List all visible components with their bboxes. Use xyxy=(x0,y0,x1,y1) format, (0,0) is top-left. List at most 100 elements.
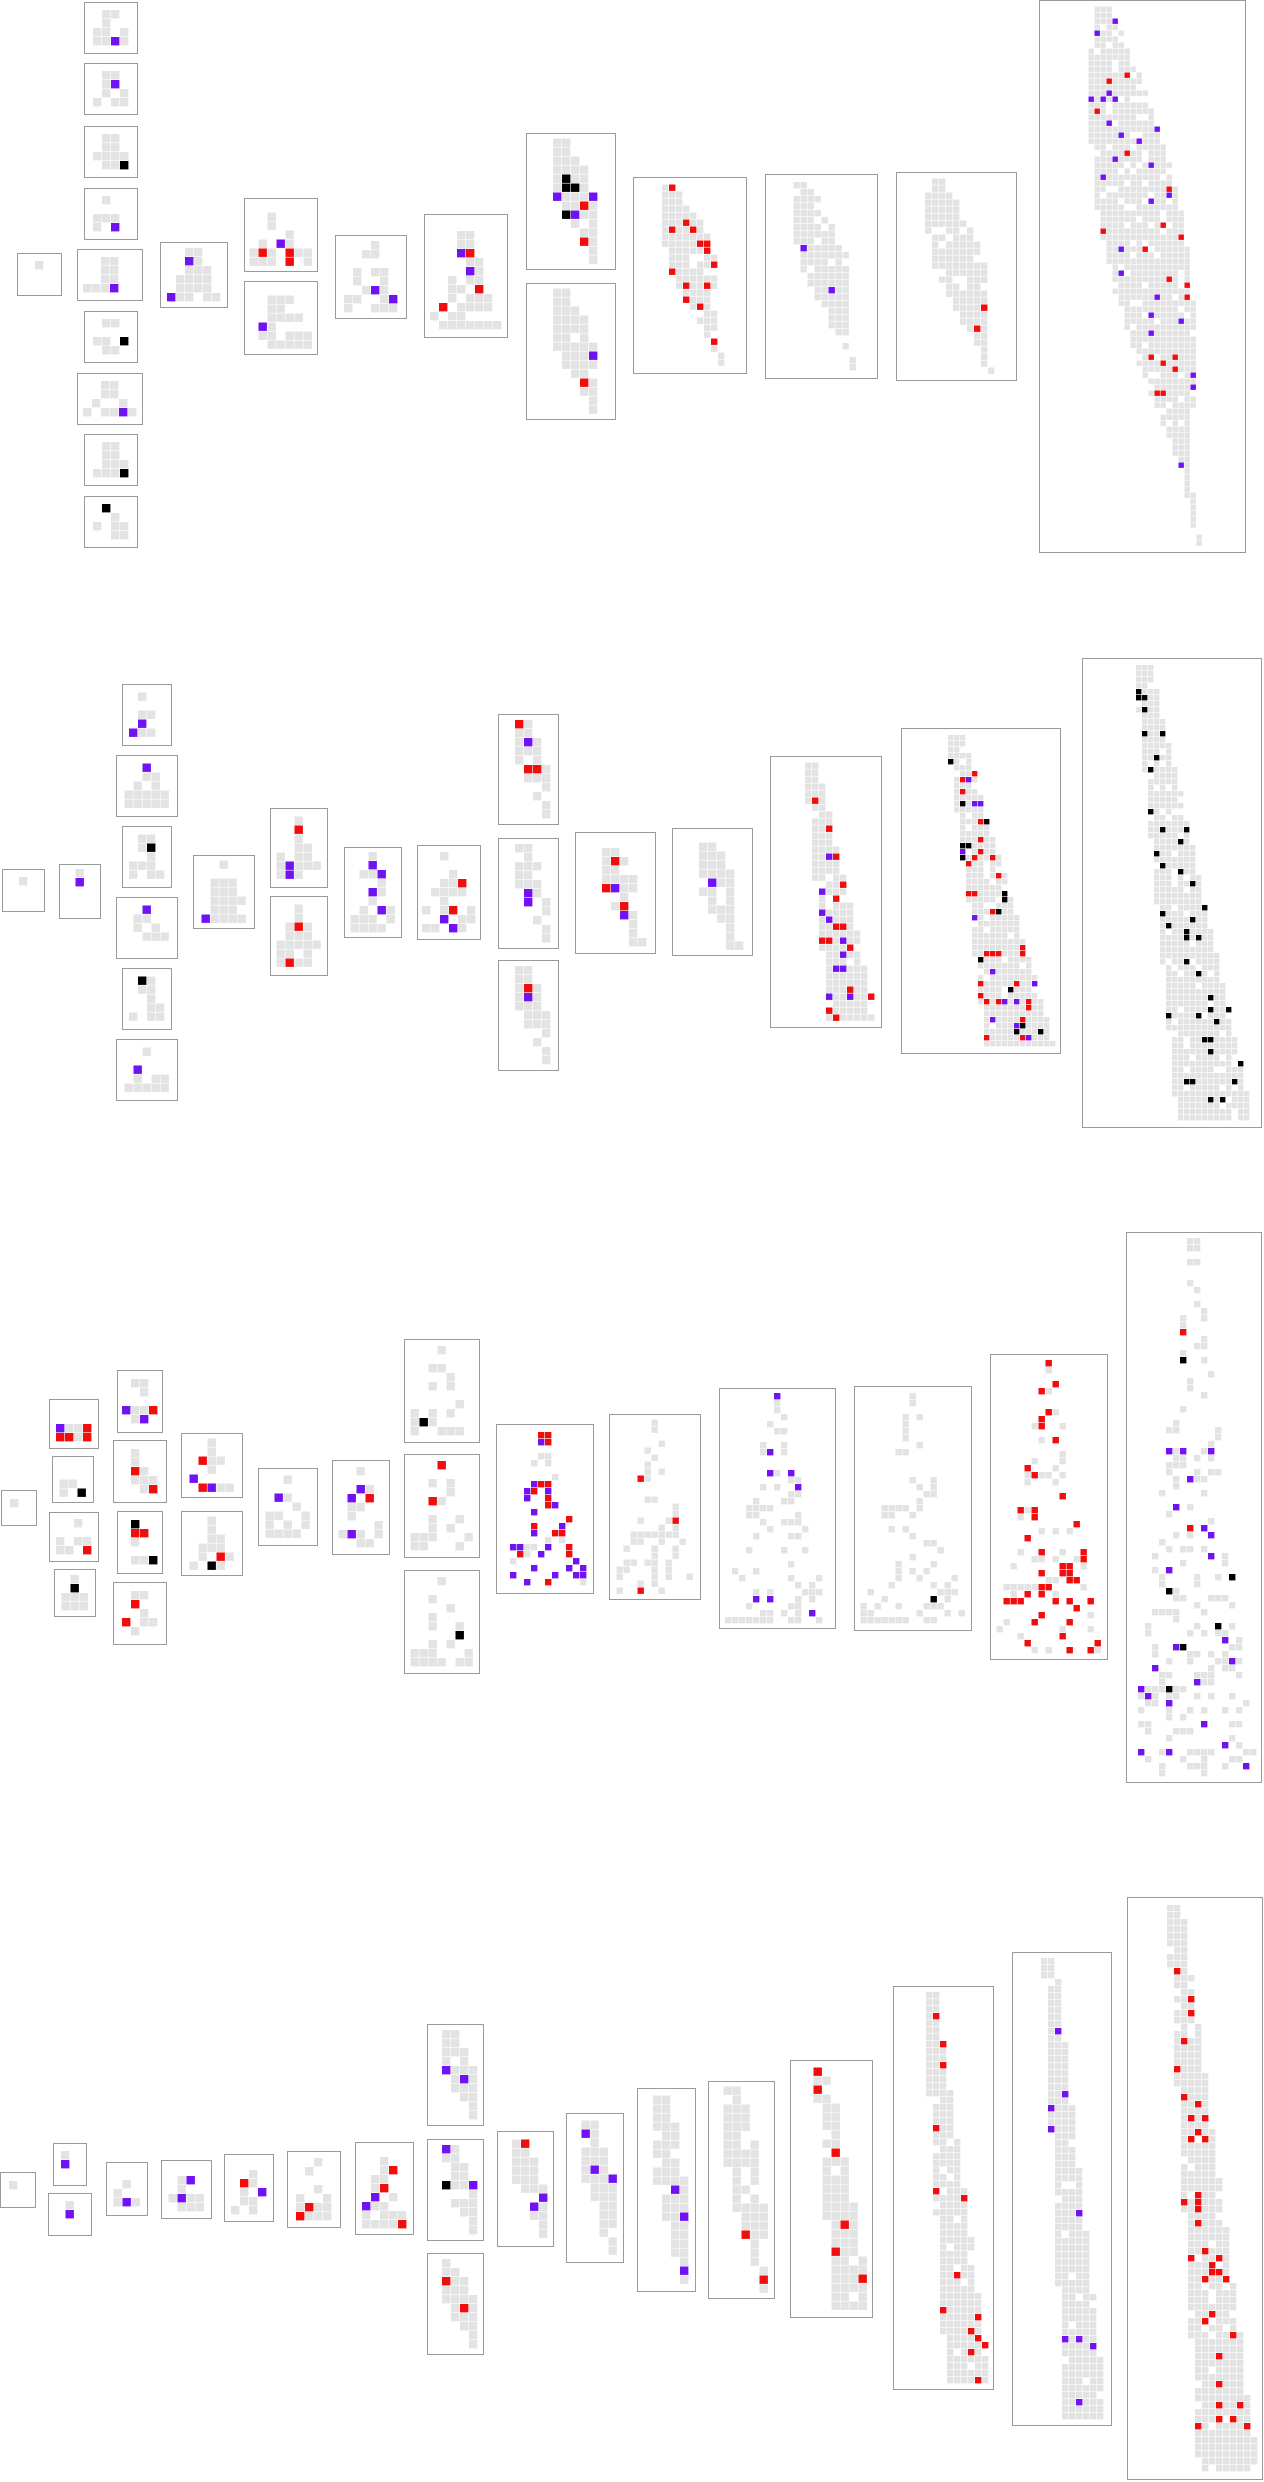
empty-cell xyxy=(1181,1982,1188,1989)
empty-cell xyxy=(699,851,708,860)
empty-cell xyxy=(1178,1103,1184,1109)
empty-cell xyxy=(990,921,996,927)
empty-cell xyxy=(1195,2059,1202,2066)
empty-cell xyxy=(1160,258,1166,264)
empty-cell xyxy=(1118,144,1124,150)
empty-cell xyxy=(133,1083,142,1092)
empty-cell xyxy=(1220,1049,1226,1055)
empty-cell xyxy=(1106,84,1112,90)
empty-cell xyxy=(1154,821,1160,827)
empty-cell xyxy=(294,931,303,940)
empty-cell xyxy=(1008,1029,1014,1035)
empty-cell xyxy=(972,885,978,891)
empty-cell xyxy=(545,1453,552,1460)
empty-cell xyxy=(1216,2430,1223,2437)
empty-cell xyxy=(732,2176,741,2185)
empty-cell xyxy=(140,1485,149,1494)
empty-cell xyxy=(974,269,981,276)
empty-cell xyxy=(946,290,953,297)
empty-cell xyxy=(933,2069,940,2076)
empty-cell xyxy=(194,257,203,266)
empty-cell xyxy=(840,2166,849,2175)
empty-cell xyxy=(1076,2308,1083,2315)
empty-cell xyxy=(1172,390,1178,396)
empty-cell xyxy=(1201,1357,1208,1364)
empty-cell xyxy=(589,405,598,414)
empty-cell xyxy=(131,1458,140,1467)
empty-cell xyxy=(1187,1532,1194,1539)
empty-cell xyxy=(996,1005,1002,1011)
pattern-grid xyxy=(93,71,129,107)
empty-cell xyxy=(826,860,833,867)
empty-cell xyxy=(833,846,840,853)
empty-cell xyxy=(1181,1954,1188,1961)
empty-cell xyxy=(1088,72,1094,78)
empty-cell xyxy=(812,853,819,860)
empty-cell xyxy=(1136,252,1142,258)
empty-cell xyxy=(831,2238,840,2247)
red-cell xyxy=(1181,2199,1188,2206)
empty-cell xyxy=(1142,102,1148,108)
empty-cell xyxy=(589,255,598,264)
empty-cell xyxy=(842,329,849,336)
empty-cell xyxy=(448,294,457,303)
empty-cell xyxy=(1088,48,1094,54)
empty-cell xyxy=(1148,785,1154,791)
black-cell xyxy=(1136,695,1142,701)
empty-cell xyxy=(439,321,448,330)
empty-cell xyxy=(515,738,524,747)
red-cell xyxy=(442,2277,451,2286)
empty-cell xyxy=(1173,1462,1180,1469)
empty-cell xyxy=(1226,1061,1232,1067)
empty-cell xyxy=(951,1575,958,1582)
purple-cell xyxy=(552,1572,559,1579)
empty-cell xyxy=(338,1530,347,1539)
empty-cell xyxy=(1069,2287,1076,2294)
empty-cell xyxy=(147,1003,156,1012)
empty-cell xyxy=(216,1543,225,1552)
empty-cell xyxy=(1136,210,1142,216)
empty-cell xyxy=(460,2172,469,2181)
empty-cell xyxy=(1136,192,1142,198)
empty-cell xyxy=(1216,2304,1223,2311)
red-cell xyxy=(1020,945,1026,951)
empty-cell xyxy=(1174,2080,1181,2087)
empty-cell xyxy=(371,2202,380,2211)
empty-cell xyxy=(442,2259,451,2268)
empty-cell xyxy=(1166,258,1172,264)
empty-cell xyxy=(711,275,718,282)
empty-cell xyxy=(469,2066,478,2075)
empty-cell xyxy=(816,1589,823,1596)
empty-cell xyxy=(1195,2241,1202,2248)
empty-cell xyxy=(1209,2178,1216,2185)
empty-cell xyxy=(821,231,828,238)
purple-cell xyxy=(611,884,620,893)
empty-cell xyxy=(697,233,704,240)
empty-cell xyxy=(133,781,142,790)
empty-cell xyxy=(960,262,967,269)
empty-cell xyxy=(1215,1630,1222,1637)
empty-cell xyxy=(946,206,953,213)
empty-cell xyxy=(854,965,861,972)
empty-cell xyxy=(1160,198,1166,204)
empty-cell xyxy=(953,248,960,255)
empty-cell xyxy=(1130,156,1136,162)
empty-cell xyxy=(984,1029,990,1035)
empty-cell xyxy=(542,765,551,774)
empty-cell xyxy=(1100,114,1106,120)
empty-cell xyxy=(984,957,990,963)
empty-cell xyxy=(1220,1109,1226,1115)
empty-cell xyxy=(819,867,826,874)
empty-cell xyxy=(1216,2234,1223,2241)
empty-cell xyxy=(1002,1023,1008,1029)
empty-cell xyxy=(1138,1693,1145,1700)
empty-cell xyxy=(1188,1989,1195,1996)
empty-cell xyxy=(1180,1560,1187,1567)
empty-cell xyxy=(1202,995,1208,1001)
empty-cell xyxy=(1148,252,1154,258)
empty-cell xyxy=(800,238,807,245)
empty-cell xyxy=(1209,2381,1216,2388)
empty-cell xyxy=(1154,366,1160,372)
empty-cell xyxy=(1142,90,1148,96)
empty-cell xyxy=(1202,1109,1208,1115)
